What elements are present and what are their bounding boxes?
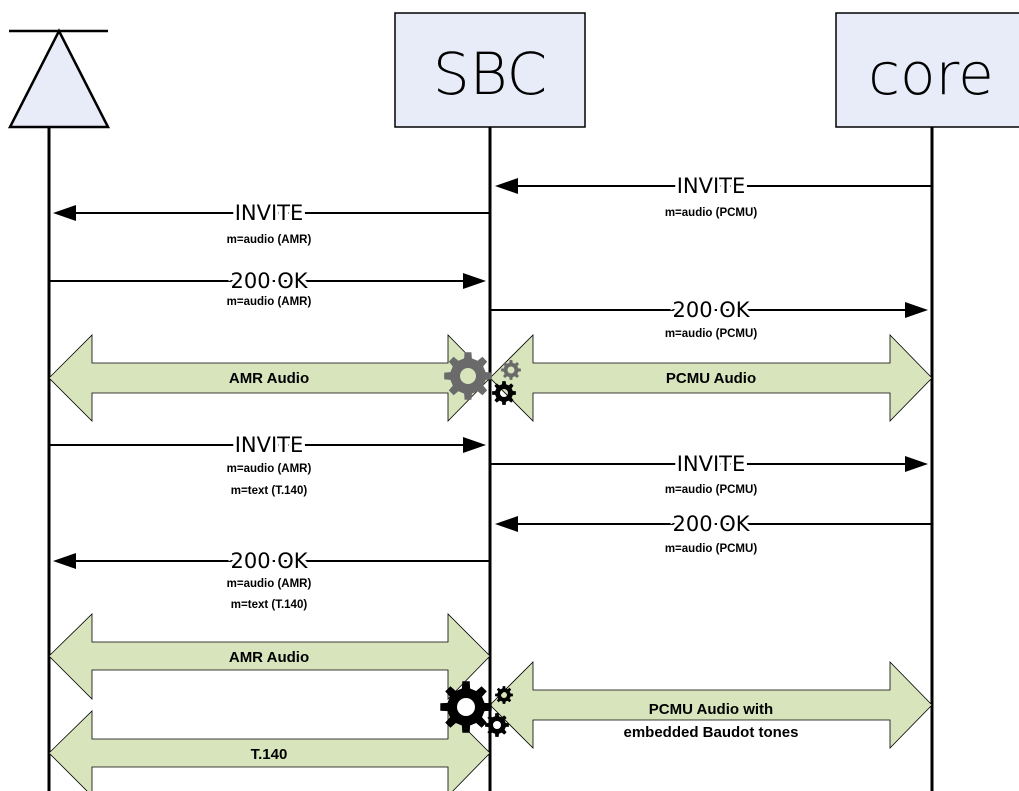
message-label: 200 OK [672, 512, 750, 536]
message-sdp: m=audio (PCMU) [665, 543, 757, 555]
message-label: 200 OK [230, 549, 308, 573]
message-reinvite-sbc-to-core: INVITE m=audio (PCMU) [490, 449, 928, 496]
stream-pcmu-audio: PCMU Audio [489, 334, 933, 422]
baudot-gears-icon [440, 681, 513, 737]
message-sdp: m=audio (AMR) [227, 234, 312, 246]
gear-icon [495, 686, 513, 704]
message-sdp: m=text (T.140) [231, 599, 308, 611]
message-reok-core-to-sbc: 200 OK m=audio (PCMU) [495, 509, 932, 555]
gear-icon [492, 381, 516, 405]
message-sdp: m=audio (PCMU) [665, 484, 757, 496]
message-sdp: m=audio (AMR) [227, 463, 312, 475]
message-reok-sbc-to-ue: 200 OK m=audio (AMR) m=text (T.140) [53, 546, 490, 611]
message-invite-sbc-to-ue: INVITE m=audio (AMR) [53, 198, 490, 246]
message-reinvite-ue-to-sbc: INVITE m=audio (AMR) m=text (T.140) [49, 430, 486, 497]
message-label: INVITE [677, 452, 746, 476]
stream-label: PCMU Audio with [649, 701, 773, 718]
message-sdp: m=audio (AMR) [227, 296, 312, 308]
core-participant: core [835, 12, 1019, 128]
stream-amr-audio-2: AMR Audio [48, 613, 491, 700]
gear-icon [444, 352, 492, 400]
message-label: 200 OK [230, 269, 308, 293]
stream-label: AMR Audio [229, 649, 309, 666]
message-invite-core-to-sbc: INVITE m=audio (PCMU) [495, 171, 932, 219]
transcoder-gears-icon [444, 352, 521, 405]
stream-label: embedded Baudot tones [623, 724, 798, 741]
stream-amr-audio: AMR Audio [48, 334, 491, 422]
message-sdp: m=audio (PCMU) [665, 207, 757, 219]
message-sdp: m=text (T.140) [231, 485, 308, 497]
sbc-participant: SBC [394, 12, 586, 128]
stream-label: PCMU Audio [666, 370, 756, 387]
gear-icon [501, 360, 521, 380]
message-label: INVITE [677, 174, 746, 198]
message-label: INVITE [235, 201, 304, 225]
message-sdp: m=audio (PCMU) [665, 328, 757, 340]
stream-label: T.140 [251, 746, 288, 763]
gear-icon [440, 681, 492, 733]
message-sdp: m=audio (AMR) [227, 578, 312, 590]
sbc-label: SBC [433, 40, 547, 108]
message-200ok-sbc-to-core: 200 OK m=audio (PCMU) [490, 295, 928, 340]
stream-label: AMR Audio [229, 370, 309, 387]
message-label: INVITE [235, 433, 304, 457]
stream-t140: T.140 [48, 710, 491, 791]
message-label: 200 OK [672, 298, 750, 322]
stream-pcmu-audio-baudot: PCMU Audio with embedded Baudot tones [489, 661, 933, 749]
antenna-triangle-icon [7, 28, 111, 129]
core-label: core [868, 40, 994, 108]
message-200ok-ue-to-sbc: 200 OK m=audio (AMR) [49, 266, 486, 308]
gear-icon [485, 713, 509, 737]
